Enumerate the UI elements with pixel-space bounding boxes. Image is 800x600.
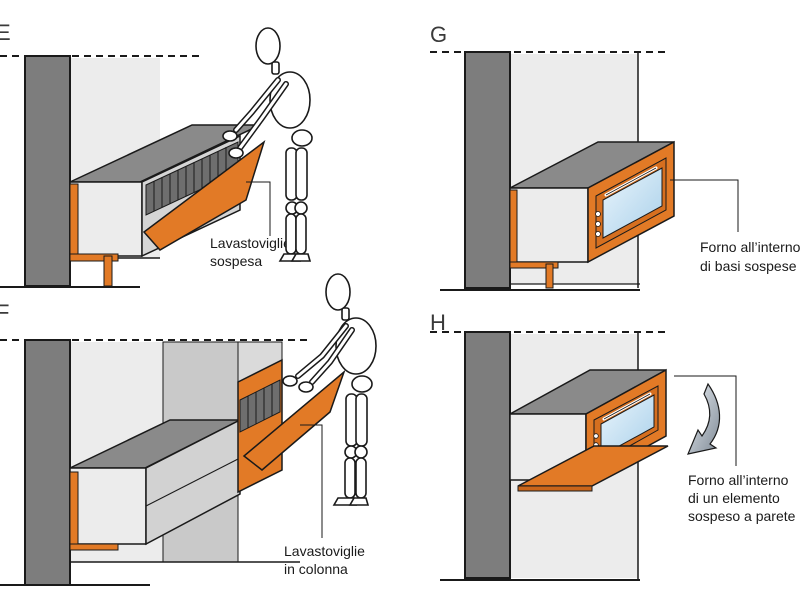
callout-label-line1: Forno all’interno (700, 239, 800, 255)
side-wall (464, 331, 511, 579)
callout-label-line1: Lavastoviglie (284, 543, 365, 559)
panel-letter-f: F (0, 300, 9, 325)
dishwasher-door (142, 140, 266, 251)
panel-f: F Lavastoviglie in colonna (0, 273, 377, 586)
cabinet-front (69, 181, 143, 257)
side-wall (24, 55, 71, 287)
callout-label-line1: Forno all’interno (688, 472, 789, 488)
side-wall (24, 339, 71, 586)
panel-letter-h: H (430, 310, 446, 335)
panel-e: E Lavastoviglie sospesa (0, 20, 313, 288)
mannequin-figure (222, 27, 313, 262)
mannequin-figure (282, 273, 377, 506)
callout-label-line1: Lavastoviglie (210, 235, 291, 251)
callout-label-line2: sospesa (210, 253, 262, 269)
cabinet-front (69, 467, 147, 545)
callout-label-line3: sospeso a parete (688, 508, 796, 524)
cabinet-front (509, 187, 589, 263)
oven-window (602, 167, 663, 239)
callout-label-line2: di basi sospese (700, 258, 797, 274)
panel-letter-g: G (430, 22, 447, 47)
panel-g: G Forno all’interno di basi sospese (430, 22, 800, 291)
curved-arrow-icon (687, 382, 721, 455)
panel-letter-e: E (0, 20, 11, 45)
side-wall (464, 51, 511, 289)
panel-h: H Forno all’interno di un elemento sospe… (430, 310, 796, 581)
dishwasher-rack (239, 379, 281, 433)
dishwasher-door (242, 369, 346, 471)
oven-knobs (595, 211, 601, 237)
callout-label-line2: di un elemento (688, 490, 780, 506)
callout-label-line2: in colonna (284, 561, 348, 577)
dishwasher-rack (145, 141, 239, 216)
